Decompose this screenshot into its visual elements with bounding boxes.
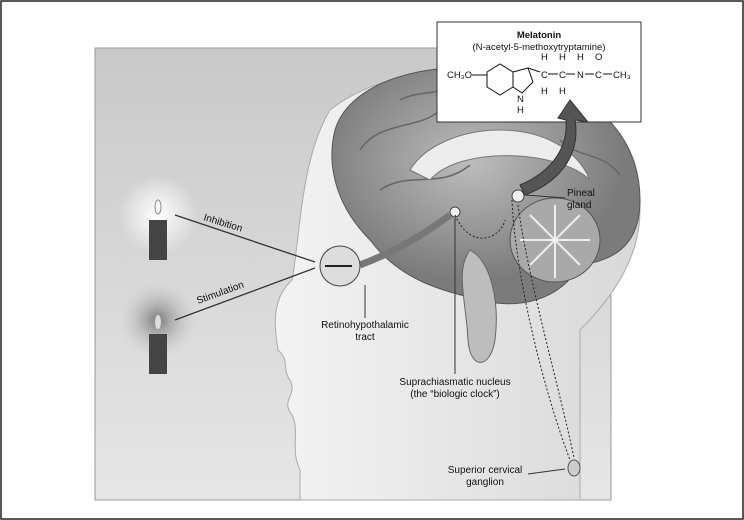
scg-label-1: Superior cervical xyxy=(448,465,522,476)
bright-glow xyxy=(118,175,198,255)
corpus-callosum xyxy=(409,129,591,181)
methoxy-group: CH₃O xyxy=(447,70,472,81)
superior-cervical-ganglion xyxy=(567,459,581,477)
h-atom: H xyxy=(559,86,566,97)
dim-flame-icon xyxy=(155,315,161,329)
rht-label-2: tract xyxy=(355,332,375,343)
o-atom: O xyxy=(595,52,602,63)
brainstem xyxy=(461,249,497,363)
pineal-label-1: Pineal xyxy=(567,188,595,199)
candle-dim xyxy=(149,334,167,374)
h-atom: H xyxy=(541,86,548,97)
stimulation-arrow xyxy=(174,267,316,321)
c-atom: C xyxy=(541,70,548,81)
c-atom: C xyxy=(595,70,602,81)
scn-label-1: Suprachiasmatic nucleus xyxy=(399,377,510,388)
rht-label-1: Retinohypothalamic xyxy=(321,320,409,331)
retinohypothalamic-tract xyxy=(358,212,453,269)
candle-lit xyxy=(149,220,167,260)
scg-leader xyxy=(527,468,566,475)
c-atom: C xyxy=(559,70,566,81)
ring-nitrogen: N xyxy=(517,94,524,105)
h-atom: H xyxy=(559,52,566,63)
methyl-group: CH₃ xyxy=(613,70,631,81)
h-atom: H xyxy=(577,52,584,63)
molecule-subtitle: (N-acetyl-5-methoxytryptamine) xyxy=(472,42,605,53)
pineal-gland xyxy=(511,189,525,203)
pineal-leader xyxy=(524,194,566,199)
ring-h: H xyxy=(517,105,524,116)
secretion-arrow xyxy=(519,99,590,196)
inhibition-arrow xyxy=(174,214,316,263)
scg-label-2: ganglion xyxy=(466,477,504,488)
melatonin-structure xyxy=(472,63,612,96)
sympathetic-pathway xyxy=(454,199,575,461)
molecule-title: Melatonin xyxy=(517,30,562,41)
cerebellum-arbor xyxy=(520,205,590,278)
scn-label-2: (the “biologic clock”) xyxy=(410,389,499,400)
flame-icon xyxy=(154,199,162,215)
h-atom: H xyxy=(541,52,548,63)
n-atom: N xyxy=(577,70,584,81)
suprachiasmatic-nucleus xyxy=(449,206,461,218)
pineal-label-2: gland xyxy=(567,200,591,211)
